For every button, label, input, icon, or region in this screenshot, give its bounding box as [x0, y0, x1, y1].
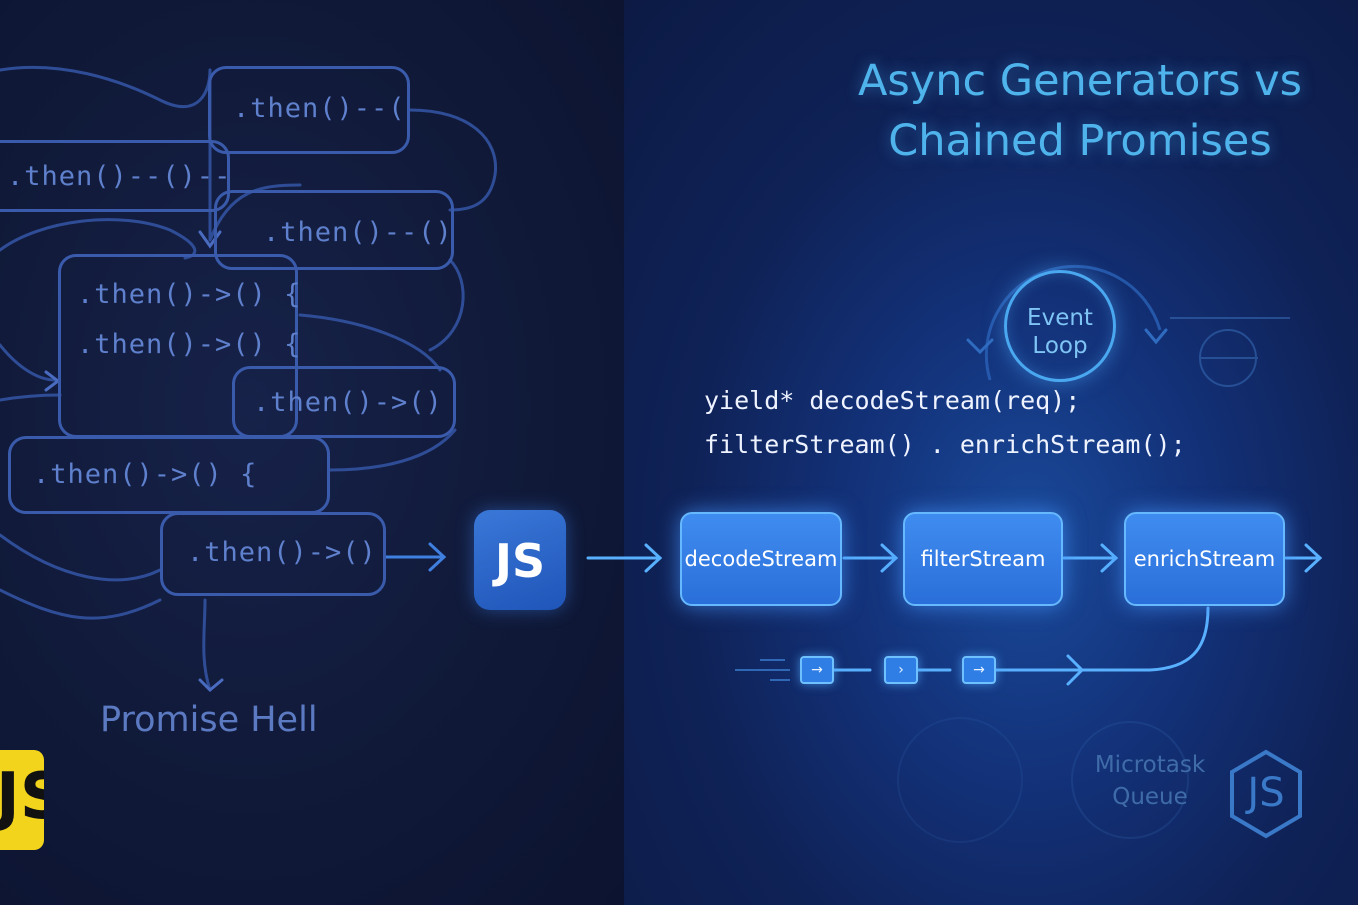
then-box-7: .then()->() [160, 512, 386, 596]
then-box-2: .then()--()-- [0, 140, 230, 212]
then-box-3: .then()--() [214, 190, 454, 270]
tangled-wires [0, 65, 498, 693]
page-title-line-2: Chained Promises [888, 116, 1272, 166]
then-box-1: .then()--( [208, 66, 410, 154]
promise-hell-caption: Promise Hell [100, 700, 318, 740]
code-line-2: filterStream() . enrichStream(); [704, 430, 1186, 459]
microtask-queue-label-1: Microtask [1094, 752, 1206, 778]
stage-enrich-stream: enrichStream [1124, 512, 1285, 606]
queue-item-arrow-icon: → [962, 656, 996, 684]
queue-item-arrow-icon: → [800, 656, 834, 684]
then-box-6: .then()->() { [8, 436, 330, 514]
queue-item-chevron-icon: › [884, 656, 918, 684]
then-box-5: .then()->() [232, 366, 456, 438]
event-loop-circle: Event Loop [1004, 270, 1116, 382]
event-loop-label-1: Event [1027, 305, 1093, 331]
then-box-4: .then()->() { .then()->() { [58, 254, 300, 438]
microtask-queue-label-2: Queue [1112, 784, 1188, 810]
event-loop-label-2: Loop [1032, 333, 1088, 359]
nodejs-logo-icon: JS [1247, 770, 1285, 816]
stage-filter-stream: filterStream [903, 512, 1063, 606]
stage-decode-stream: decodeStream [680, 512, 842, 606]
javascript-logo-icon: JS [0, 750, 44, 850]
page-title-line-1: Async Generators vs [857, 56, 1303, 106]
code-line-1: yield* decodeStream(req); [704, 386, 1081, 415]
async-generator-panel [624, 0, 1358, 905]
js-badge-icon: JS [474, 510, 566, 610]
